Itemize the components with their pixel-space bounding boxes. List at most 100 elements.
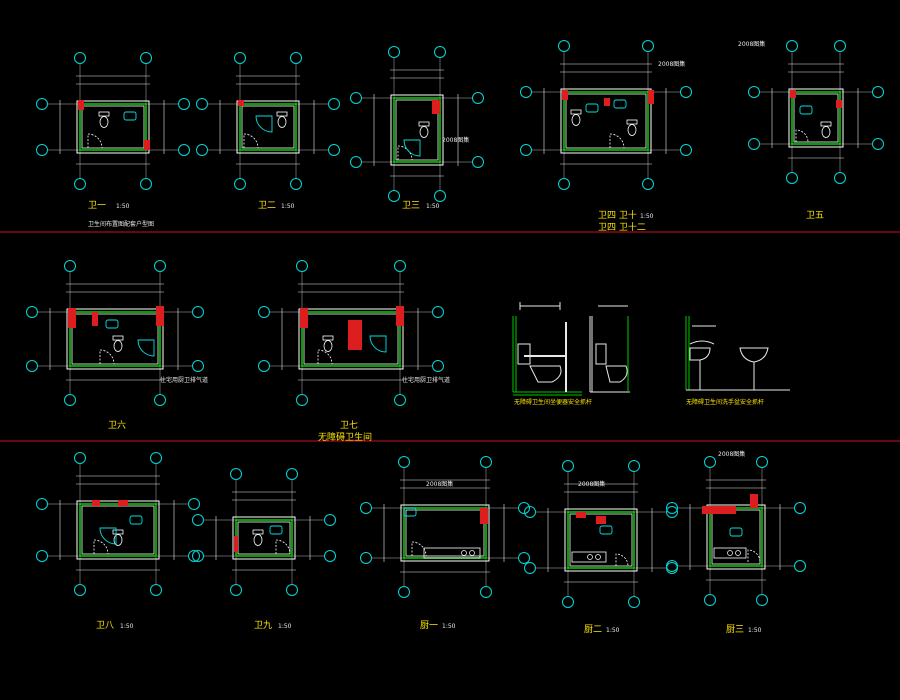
- plan-4-scale: 1:50: [640, 213, 654, 220]
- wall-column: [348, 320, 362, 350]
- axis-bubble-right-top: [472, 92, 484, 104]
- wall-column: [144, 140, 150, 150]
- kitchen-plan-3: [666, 456, 806, 606]
- axis-bubble-bottom-right: [628, 596, 640, 608]
- axis-bubble-right-top: [794, 502, 806, 514]
- door-swing: [87, 133, 103, 149]
- axis-bubble-top-right: [394, 260, 406, 272]
- wall-column: [118, 500, 128, 506]
- axis-bubble-left-bottom: [36, 144, 48, 156]
- kitchen-3-scale: 1:50: [748, 627, 762, 634]
- axis-bubble-right-bottom: [472, 156, 484, 168]
- axis-bubble-left-bottom: [748, 138, 760, 150]
- plan-4-note: 2008图集: [658, 60, 685, 68]
- axis-bubble-left-bottom: [192, 550, 204, 562]
- axis-bubble-left-top: [26, 306, 38, 318]
- wall-column: [480, 508, 488, 524]
- door-swing: [93, 539, 109, 555]
- shower-tray: [255, 115, 273, 133]
- axis-bubble-top-left: [704, 456, 716, 468]
- axis-bubble-left-bottom: [350, 156, 362, 168]
- basin-fixture: [613, 99, 627, 109]
- plan-5-title: 卫五: [806, 211, 824, 221]
- toilet-fixture: [113, 534, 123, 546]
- axis-bubble-top-right: [834, 40, 846, 52]
- axis-bubble-right-bottom: [328, 144, 340, 156]
- axis-bubble-left-bottom: [36, 550, 48, 562]
- bathroom-plan-7: [258, 260, 444, 406]
- toilet-fixture: [113, 340, 123, 352]
- axis-bubble-bottom-right: [434, 190, 446, 202]
- axis-bubble-top-left: [74, 452, 86, 464]
- wall-column: [790, 90, 796, 98]
- axis-bubble-top-left: [558, 40, 570, 52]
- elevation-2-caption: 无障碍卫生间洗手盆安全抓杆: [686, 398, 764, 406]
- basin-fixture: [105, 319, 119, 329]
- axis-bubble-left-top: [666, 502, 678, 514]
- kitchen-3-note: 2008图集: [718, 450, 745, 458]
- plan-1-title: 卫一: [88, 201, 106, 211]
- plan-drawings: [26, 40, 884, 608]
- wall-column: [750, 494, 758, 508]
- axis-bubble-bottom-left: [704, 594, 716, 606]
- axis-bubble-bottom-right: [756, 594, 768, 606]
- axis-bubble-bottom-right: [394, 394, 406, 406]
- axis-bubble-top-left: [562, 460, 574, 472]
- axis-bubble-left-top: [258, 306, 270, 318]
- wall-column: [604, 98, 610, 106]
- axis-bubble-left-bottom: [196, 144, 208, 156]
- axis-bubble-right-top: [872, 86, 884, 98]
- basin-fixture: [599, 525, 613, 535]
- axis-bubble-bottom-right: [150, 584, 162, 596]
- kitchen-2-title: 厨二: [584, 624, 602, 635]
- wall-column: [238, 100, 244, 106]
- plan-2-scale: 1:50: [281, 203, 295, 210]
- axis-bubble-top-left: [74, 52, 86, 64]
- plan-9-title: 卫九: [254, 620, 272, 631]
- wall-column: [68, 308, 76, 328]
- bathroom-plan-2: [196, 52, 340, 190]
- basin-fixture: [729, 527, 743, 537]
- axis-bubble-left-top: [350, 92, 362, 104]
- axis-bubble-bottom-left: [786, 172, 798, 184]
- kitchen-counter: [423, 547, 481, 559]
- axis-bubble-bottom-left: [74, 178, 86, 190]
- bathroom-plan-5: [748, 40, 884, 184]
- axis-bubble-top-left: [64, 260, 76, 272]
- plan-1-scale: 1:50: [116, 203, 130, 210]
- plan-7-title: 卫七: [340, 420, 358, 431]
- axis-bubble-bottom-right: [480, 586, 492, 598]
- axis-bubble-left-bottom: [258, 360, 270, 372]
- axis-bubble-bottom-left: [388, 190, 400, 202]
- axis-bubble-right-top: [188, 498, 200, 510]
- plan-5-note: 2008图集: [738, 40, 765, 48]
- plan-6-title: 卫六: [108, 419, 126, 431]
- axis-bubble-right-top: [518, 502, 530, 514]
- wall-column: [78, 100, 84, 110]
- axis-bubble-right-top: [324, 514, 336, 526]
- wall-column: [648, 90, 654, 104]
- axis-bubble-left-bottom: [666, 560, 678, 572]
- axis-bubble-bottom-left: [64, 394, 76, 406]
- shower-tray: [99, 527, 117, 545]
- toilet-fixture: [99, 116, 109, 128]
- axis-bubble-top-right: [286, 468, 298, 480]
- basin-fixture: [269, 525, 283, 535]
- door-swing: [609, 133, 625, 149]
- basin-fixture: [123, 111, 137, 121]
- axis-bubble-top-right: [290, 52, 302, 64]
- axis-bubble-right-bottom: [192, 360, 204, 372]
- axis-bubble-bottom-right: [834, 172, 846, 184]
- plan-4-subtitle: 卫四 卫十二: [598, 221, 646, 233]
- axis-bubble-right-bottom: [518, 552, 530, 564]
- axis-bubble-top-right: [434, 46, 446, 58]
- axis-bubble-left-top: [520, 86, 532, 98]
- axis-bubble-left-bottom: [26, 360, 38, 372]
- kitchen-counter: [571, 551, 607, 563]
- axis-bubble-bottom-left: [230, 584, 242, 596]
- plan-2-title: 卫二: [258, 201, 276, 211]
- wall-column: [562, 90, 568, 100]
- axis-bubble-bottom-left: [558, 178, 570, 190]
- axis-bubble-left-top: [192, 514, 204, 526]
- axis-bubble-right-bottom: [872, 138, 884, 150]
